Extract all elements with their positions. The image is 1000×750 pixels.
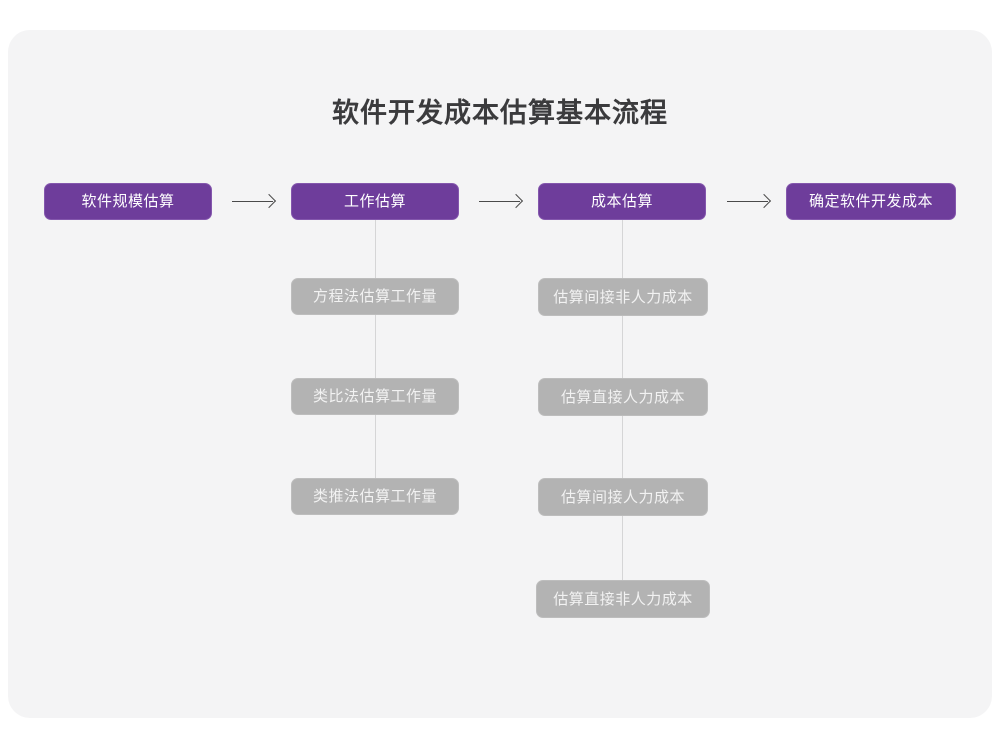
node-label: 估算直接非人力成本	[553, 590, 693, 608]
node-label: 方程法估算工作量	[312, 288, 437, 305]
page-title: 软件开发成本估算基本流程	[332, 98, 668, 128]
connector-work-branch	[375, 219, 376, 498]
arrow-right-icon	[508, 193, 524, 209]
node-label: 类比法估算工作量	[312, 388, 437, 405]
node-determine-development-cost[interactable]: 确定软件开发成本	[786, 183, 956, 220]
node-label: 软件规模估算	[81, 193, 175, 210]
node-label: 估算直接人力成本	[560, 388, 685, 406]
node-direct-labor-cost[interactable]: 估算直接人力成本	[538, 378, 708, 416]
diagram-card	[8, 30, 992, 718]
node-indirect-nonlabor-cost[interactable]: 估算间接非人力成本	[538, 278, 708, 316]
node-label: 类推法估算工作量	[312, 488, 437, 505]
arrow-right-icon	[756, 193, 772, 209]
node-software-size-estimation[interactable]: 软件规模估算	[44, 183, 212, 220]
node-label: 估算间接非人力成本	[553, 288, 693, 306]
node-indirect-labor-cost[interactable]: 估算间接人力成本	[538, 478, 708, 516]
node-label: 成本估算	[590, 193, 653, 210]
node-work-estimation[interactable]: 工作估算	[291, 183, 459, 220]
arrow-1-line	[232, 201, 273, 202]
arrow-3-line	[727, 201, 768, 202]
node-label: 工作估算	[343, 193, 406, 210]
node-equation-method-workload[interactable]: 方程法估算工作量	[291, 278, 459, 315]
node-cost-estimation[interactable]: 成本估算	[538, 183, 706, 220]
node-direct-nonlabor-cost[interactable]: 估算直接非人力成本	[536, 580, 710, 618]
node-label: 估算间接人力成本	[560, 488, 685, 506]
arrow-2-line	[479, 201, 520, 202]
node-label: 确定软件开发成本	[808, 193, 933, 210]
node-analogy-method-workload[interactable]: 类比法估算工作量	[291, 378, 459, 415]
arrow-right-icon	[261, 193, 277, 209]
node-inference-method-workload[interactable]: 类推法估算工作量	[291, 478, 459, 515]
